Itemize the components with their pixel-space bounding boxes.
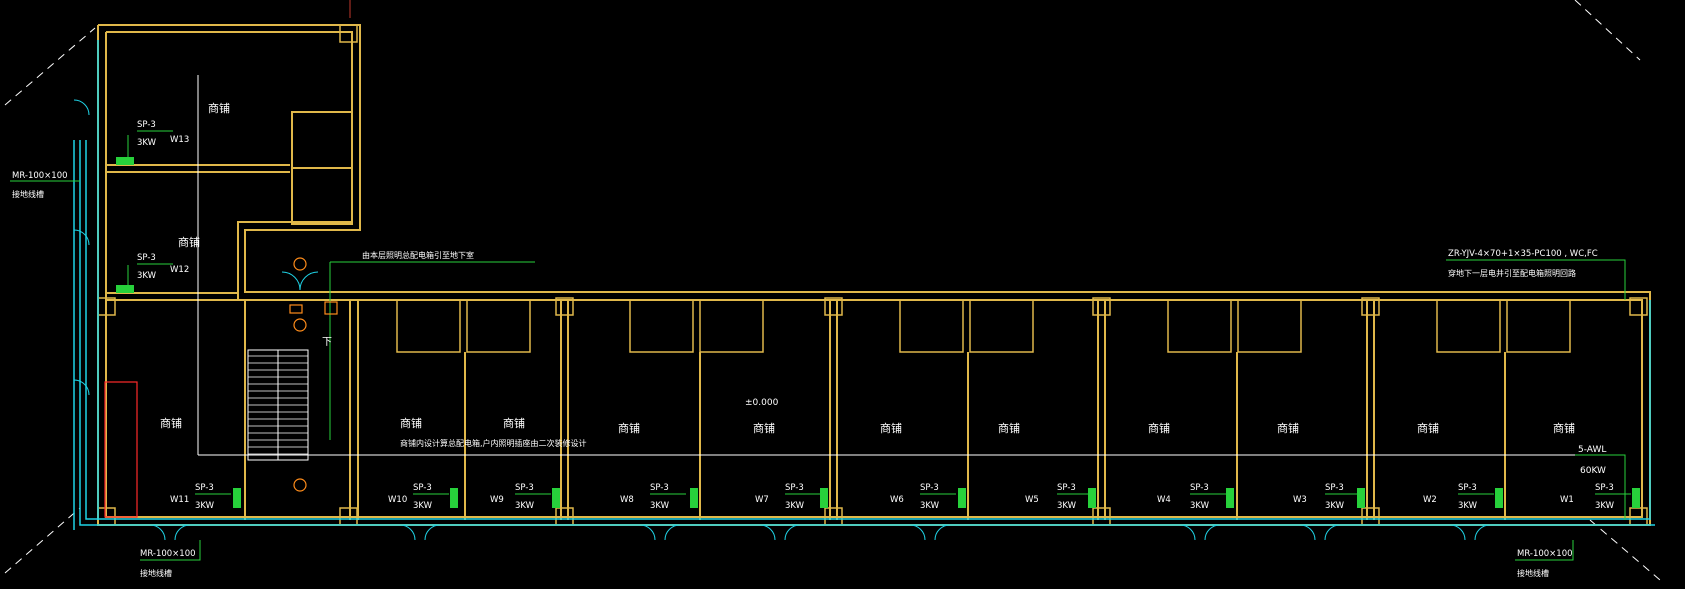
shop-label: 商铺: [998, 421, 1020, 435]
power-tag: 3KW: [137, 271, 157, 281]
power-tag: 3KW: [785, 501, 805, 511]
circuit-number: W2: [1423, 495, 1437, 505]
bridge-left-size: MR-100×100: [12, 171, 68, 181]
shop-label: 商铺: [503, 416, 525, 430]
main-board-power: 60KW: [1580, 466, 1606, 476]
shop-label: 商铺: [208, 101, 230, 115]
stair-fixtures: [289, 257, 338, 492]
power-tag: 3KW: [515, 501, 535, 511]
shop-label: 商铺: [400, 416, 422, 430]
circuit-tags: SP-3 3KW W1 SP-3 3KW W2 SP-3 3KW W3 SP-3 3KW W4 SP-3…: [137, 120, 1631, 511]
glazing: [73, 40, 1655, 530]
main-cable-spec: ZR-YJV-4×70+1×35-PC100 , WC,FC: [1448, 249, 1598, 259]
power-tag: 3KW: [1190, 501, 1210, 511]
main-board-id: 5-AWL: [1578, 445, 1606, 455]
elevation-mark: ±0.000: [745, 398, 779, 408]
shop-label: 商铺: [1417, 421, 1439, 435]
power-tag: 3KW: [1458, 501, 1478, 511]
stair-down-label: 下: [322, 337, 332, 348]
circuit-number: W6: [890, 495, 904, 505]
power-tag: 3KW: [137, 138, 157, 148]
shop-label: 商铺: [160, 416, 182, 430]
sp-tag: SP-3: [1057, 483, 1076, 493]
shop-label: 商铺: [1277, 421, 1299, 435]
circuit-number: W8: [620, 495, 634, 505]
sp-tag: SP-3: [413, 483, 432, 493]
toilet-pods: [396, 299, 1571, 353]
shop-label: 商铺: [178, 235, 200, 249]
circuit-number: W4: [1157, 495, 1171, 505]
text-layer: 商铺 商铺 商铺 商铺 商铺 商铺 商铺 商铺 商铺 商铺 商铺 商铺 商铺 ±…: [12, 101, 1606, 578]
circuit-leaders: [10, 135, 1626, 561]
building-walls: [97, 24, 1651, 526]
power-tag: 3KW: [413, 501, 433, 511]
power-tag: 3KW: [195, 501, 215, 511]
main-cable-note: 穿地下一层电井引至配电箱照明回路: [1448, 268, 1576, 278]
sp-tag: SP-3: [1190, 483, 1209, 493]
shop-label: 商铺: [880, 421, 902, 435]
power-tag: 3KW: [1595, 501, 1615, 511]
shop-label: 商铺: [1553, 421, 1575, 435]
note-stair: 由本层照明总配电箱引至地下室: [362, 250, 474, 260]
shop-label: 商铺: [1148, 421, 1170, 435]
construction-lines: [4, 0, 1661, 581]
columns: [97, 24, 1648, 526]
bridge-bottom-left-size: MR-100×100: [140, 549, 196, 559]
reference-lines: [197, 75, 1600, 456]
power-tag: 3KW: [1325, 501, 1345, 511]
circuit-number: W3: [1293, 495, 1307, 505]
sp-tag: SP-3: [195, 483, 214, 493]
sp-tag: SP-3: [1595, 483, 1614, 493]
power-tag: 3KW: [920, 501, 940, 511]
circuit-number: W13: [170, 135, 189, 145]
circuit-number: W10: [388, 495, 407, 505]
circuit-number: W7: [755, 495, 769, 505]
bridge-left-note: 接地线槽: [12, 189, 44, 199]
bridge-bottom-left-note: 接地线槽: [140, 568, 172, 578]
hatched-boxes: [116, 157, 1640, 508]
shop-label: 商铺: [618, 421, 640, 435]
sp-tag: SP-3: [137, 120, 156, 130]
note-shops: 商铺内设计算总配电箱,户内照明插座由二次装修设计: [400, 438, 587, 448]
bridge-bottom-right-size: MR-100×100: [1517, 549, 1573, 559]
circuit-number: W12: [170, 265, 189, 275]
power-tag: 3KW: [1057, 501, 1077, 511]
sp-tag: SP-3: [920, 483, 939, 493]
shop-label: 商铺: [753, 421, 775, 435]
sp-tag: SP-3: [650, 483, 669, 493]
sp-tag: SP-3: [1325, 483, 1344, 493]
shop-dividers: [464, 300, 1506, 520]
stair-steps: [248, 355, 308, 455]
circuit-number: W1: [1560, 495, 1574, 505]
circuit-number: W5: [1025, 495, 1039, 505]
circuit-number: W9: [490, 495, 504, 505]
power-tag: 3KW: [650, 501, 670, 511]
circuit-number: W11: [170, 495, 189, 505]
bridge-bottom-right-note: 接地线槽: [1517, 568, 1549, 578]
red-selection-box: [104, 381, 138, 518]
sp-tag: SP-3: [785, 483, 804, 493]
door-swings: [73, 99, 1491, 541]
sp-tag: SP-3: [137, 253, 156, 263]
sp-tag: SP-3: [515, 483, 534, 493]
sp-tag: SP-3: [1458, 483, 1477, 493]
